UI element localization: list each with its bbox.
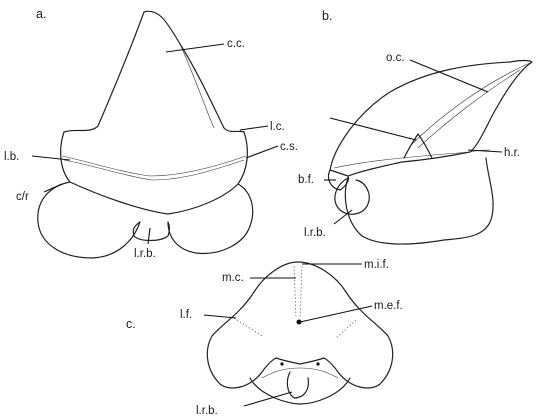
figure-b-root — [345, 158, 493, 244]
figure-c-foramen-right — [316, 362, 319, 365]
label-b-lrb: l.r.b. — [304, 227, 326, 239]
label-c-mef: m.e.f. — [374, 300, 403, 312]
figure-c-median-crest — [294, 266, 296, 318]
label-c-lf: l.f. — [180, 309, 192, 321]
figure-a-root-left-lobe — [38, 182, 140, 258]
label-b-hr: h.r. — [504, 147, 520, 159]
label-c-mc: m.c. — [222, 272, 244, 284]
leader-c-lf — [204, 315, 236, 318]
figure-b-cusp-ridge-2 — [418, 70, 520, 148]
label-a-cs: c.s. — [280, 141, 298, 153]
leader-a-cs — [246, 146, 278, 158]
figure-c-median-crest-2 — [300, 266, 302, 318]
figure-c-lateral-line-right — [336, 320, 356, 338]
panel-label-b: b. — [322, 9, 332, 23]
figure-c-lateral-line-left — [234, 318, 262, 336]
leader-c-mef — [300, 306, 372, 322]
figure-a-cusp-edge — [180, 44, 214, 128]
figure-a-crown-cusp — [64, 11, 244, 132]
leader-a-cr — [44, 184, 62, 192]
panel-label-a: a. — [36, 7, 46, 21]
label-a-lrb: l.r.b. — [134, 248, 156, 260]
figure-a-crown-base — [61, 132, 248, 214]
figure-a-tooth — [38, 11, 253, 258]
label-c-lrb: l.r.b. — [196, 405, 218, 417]
panel-label-c: c. — [126, 317, 136, 331]
figure-c-root-notch — [287, 372, 308, 398]
label-a-lb: l.b. — [4, 151, 19, 163]
label-c-mif: m.i.f. — [364, 259, 389, 271]
figure-a-root-right-lobe — [168, 184, 253, 253]
figure-b-crown — [330, 61, 532, 177]
figure-c-foramen-left — [280, 362, 283, 365]
leader-a-lrb — [148, 228, 150, 244]
label-a-cr: c/r — [16, 191, 29, 203]
leader-b-lc — [330, 118, 416, 140]
label-b-bf: b.f. — [298, 174, 314, 186]
leader-a-cc — [166, 44, 224, 52]
figure-b-root-bulge — [335, 178, 369, 214]
figure-c-root-inner — [262, 368, 338, 378]
label-a-cc: c.c. — [227, 38, 245, 50]
leader-lines — [32, 44, 502, 406]
leader-a-lc — [240, 126, 268, 130]
label-a-lc: l.c. — [270, 121, 285, 133]
label-b-oc: o.c. — [386, 52, 405, 64]
